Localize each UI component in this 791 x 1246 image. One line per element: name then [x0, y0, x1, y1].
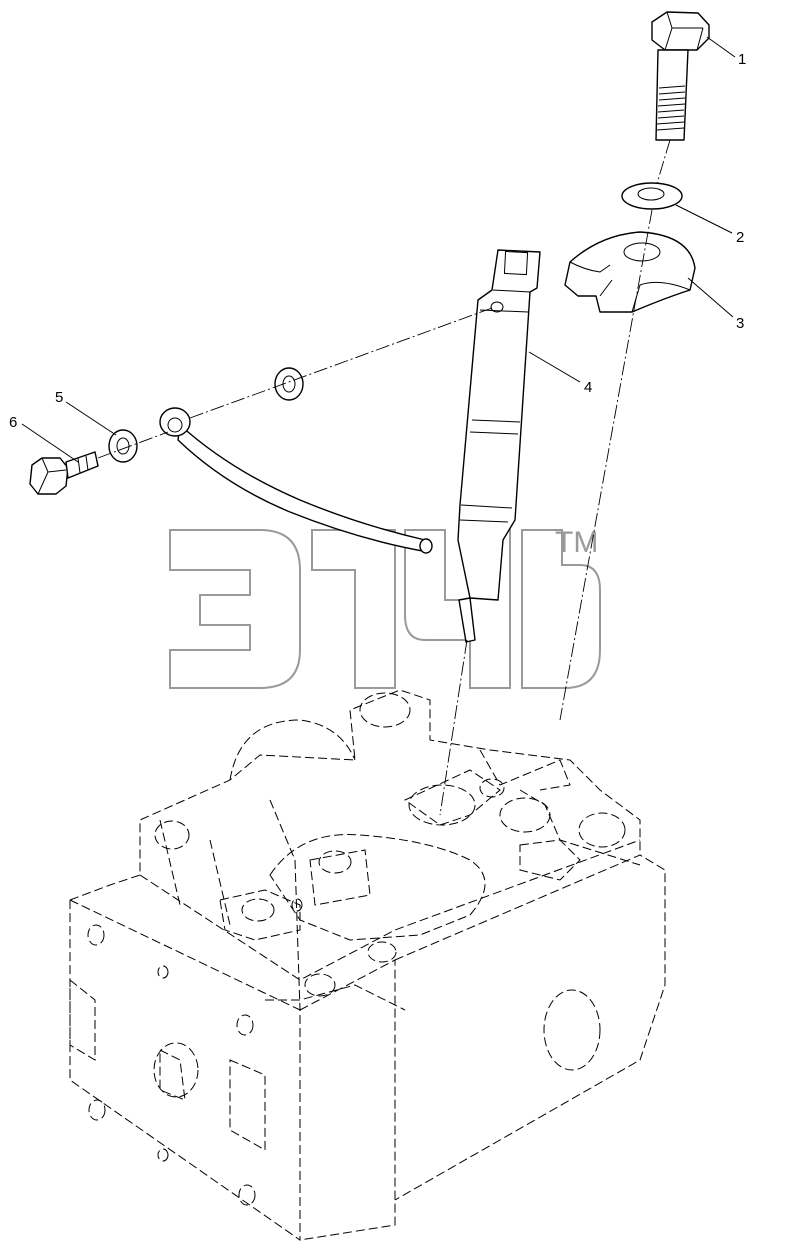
- watermark-logo: TM: [169, 526, 601, 689]
- callout-5: 5: [55, 389, 63, 406]
- callout-6: 6: [9, 414, 17, 431]
- cylinder-head: [69, 689, 666, 1241]
- callout-labels: 1 2 3 4 5 6: [9, 51, 746, 431]
- part-5-washer: [108, 429, 138, 463]
- part-4-injector: [439, 249, 541, 816]
- part-3-clamp: [559, 209, 696, 721]
- callout-2: 2: [736, 229, 744, 246]
- part-1-bolt: [651, 11, 710, 201]
- fuel-return-line: [159, 307, 493, 554]
- callout-4: 4: [584, 379, 592, 396]
- callout-3: 3: [736, 315, 744, 332]
- watermark-tm: TM: [555, 526, 598, 559]
- callout-1: 1: [738, 51, 746, 68]
- part-6-banjo-bolt: [29, 431, 169, 495]
- part-2-washer: [621, 182, 683, 210]
- leader-lines: [21, 36, 736, 463]
